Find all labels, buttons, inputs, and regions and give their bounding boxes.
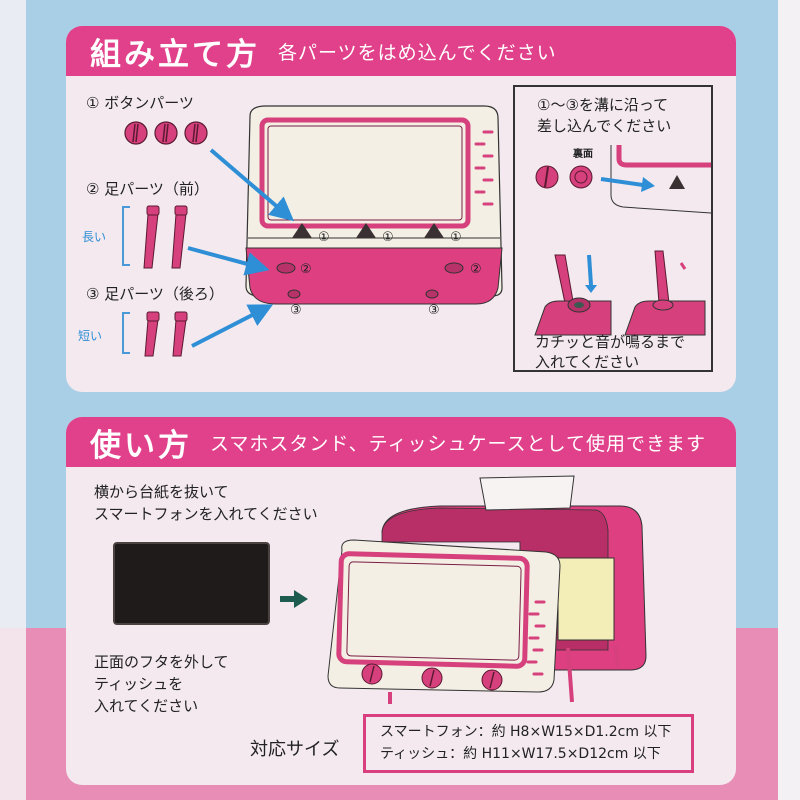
back-legs-icon — [144, 311, 188, 357]
device-front-diagram — [245, 105, 503, 305]
tissue-instruction-line1: 正面のフタを外して — [94, 653, 229, 671]
phone-instruction-line1: 横から台紙を抜いて — [94, 483, 229, 501]
button-marker-2: ① — [382, 230, 394, 245]
part-back-leg-label: ③ 足パーツ（後ろ） — [86, 285, 224, 303]
tissue-case-diagram — [327, 475, 647, 704]
background-left-edge — [0, 0, 26, 800]
assembly-panel: 組み立て方 各パーツをはめ込んでください ① ボタンパーツ ② 足パーツ（前） … — [66, 26, 736, 392]
inset-diagram — [534, 145, 711, 336]
button-parts-icon — [124, 121, 208, 145]
short-label: 短い — [78, 329, 103, 343]
back-leg-marker-right: ③ — [428, 303, 440, 318]
front-legs-icon — [143, 205, 188, 269]
long-bracket — [122, 206, 130, 266]
usage-subtitle: スマホスタンド、ティッシュケースとして使用できます — [210, 432, 707, 455]
supported-size-box: スマートフォン：約 H8×W15×D1.2cm 以下 ティッシュ：約 H11×W… — [363, 714, 694, 773]
background-right-edge — [778, 0, 800, 800]
part-front-leg-label: ② 足パーツ（前） — [86, 180, 209, 198]
part-button-label: ① ボタンパーツ — [86, 94, 194, 112]
click-instruction-line1: カチッと音が鳴るまで — [535, 333, 686, 351]
front-leg-marker-right: ② — [470, 262, 482, 277]
button-marker-3: ① — [450, 230, 462, 245]
tissue-instruction-line3: 入れてください — [94, 697, 199, 715]
usage-header: 使い方 スマホスタンド、ティッシュケースとして使用できます — [66, 417, 736, 467]
assembly-header: 組み立て方 各パーツをはめ込んでください — [66, 26, 736, 76]
tissue-instruction-line2: ティッシュを — [94, 675, 184, 693]
short-bracket — [122, 312, 130, 354]
usage-panel: 使い方 スマホスタンド、ティッシュケースとして使用できます 横から台紙を抜いて … — [66, 417, 736, 785]
click-instruction-line2: 入れてください — [535, 353, 640, 371]
inset-instruction-line1: ①〜③を溝に沿って — [537, 96, 669, 114]
back-side-label: 裏面 — [573, 149, 593, 160]
assembly-title: 組み立て方 — [90, 36, 260, 73]
assembly-arrows — [187, 148, 295, 348]
supported-size-label: 対応サイズ — [250, 739, 340, 760]
long-label: 長い — [82, 230, 107, 244]
smartphone-icon — [113, 542, 270, 625]
usage-title: 使い方 — [90, 427, 192, 464]
assembly-subtitle: 各パーツをはめ込んでください — [278, 41, 557, 64]
size-tissue: ティッシュ：約 H11×W17.5×D12cm 以下 — [380, 746, 661, 762]
front-leg-marker-left: ② — [300, 262, 312, 277]
size-smartphone: スマートフォン：約 H8×W15×D1.2cm 以下 — [380, 724, 672, 740]
inset-instruction-line2: 差し込んでください — [537, 117, 672, 135]
arrow-right-icon — [280, 590, 308, 608]
button-marker-1: ① — [318, 230, 330, 245]
insertion-instructions-box: ①〜③を溝に沿って 差し込んでください 裏面 カチッと音が鳴るまで 入れてくださ… — [513, 85, 713, 372]
phone-instruction-line2: スマートフォンを入れてください — [94, 505, 318, 523]
back-leg-marker-left: ③ — [290, 303, 302, 318]
